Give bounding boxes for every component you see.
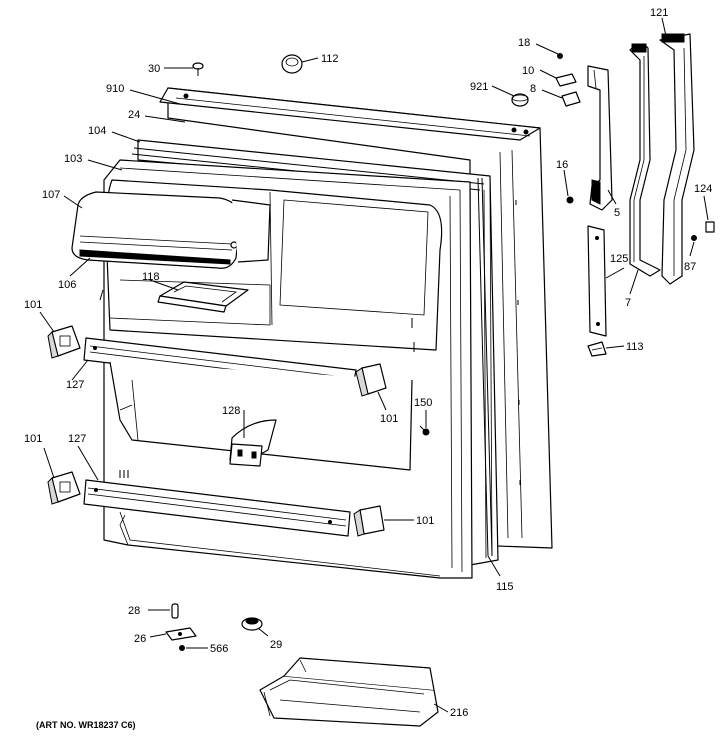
cap-113 xyxy=(587,341,607,357)
label-910: 910 xyxy=(106,83,124,95)
label-30: 30 xyxy=(148,63,160,75)
label-115: 115 xyxy=(496,581,514,593)
label-127-upper: 127 xyxy=(66,379,84,391)
art-number: (ART NO. WR18237 C6) xyxy=(36,720,136,730)
stop-8 xyxy=(561,91,581,107)
handle-bracket-5 xyxy=(587,65,613,211)
hinge-121 xyxy=(659,33,695,285)
label-24: 24 xyxy=(128,109,140,121)
bracket-26 xyxy=(165,627,197,641)
label-104: 104 xyxy=(88,125,106,137)
label-150: 150 xyxy=(414,397,432,409)
label-124: 124 xyxy=(694,183,712,195)
label-29: 29 xyxy=(270,639,282,651)
screw-18 xyxy=(557,53,563,59)
butter-tray xyxy=(157,281,249,313)
label-101-left-lower: 101 xyxy=(24,433,42,445)
plug-29 xyxy=(241,617,263,631)
label-101-right-upper: 101 xyxy=(380,413,398,425)
label-118: 118 xyxy=(142,271,160,283)
label-107: 107 xyxy=(42,189,60,201)
shelf-divider-lower xyxy=(353,505,385,537)
screw-150 xyxy=(419,425,430,436)
label-28: 28 xyxy=(128,605,140,617)
label-112: 112 xyxy=(321,53,339,65)
shelf-retainer xyxy=(229,419,277,467)
shelf-divider-upper xyxy=(355,363,387,397)
label-216: 216 xyxy=(450,707,468,719)
cover-125 xyxy=(587,225,607,337)
screw-16 xyxy=(566,196,574,204)
screw-566 xyxy=(179,645,185,651)
label-101-right-lower: 101 xyxy=(416,515,434,527)
dairy-compartment-door xyxy=(71,191,271,269)
label-5: 5 xyxy=(614,207,620,219)
door-shelf-upper xyxy=(83,337,413,471)
plug-124 xyxy=(705,221,715,233)
spacer-28 xyxy=(171,603,179,619)
label-103: 103 xyxy=(64,153,82,165)
door-shelf-lower xyxy=(83,470,441,577)
label-113: 113 xyxy=(626,341,644,353)
shelf-divider-left-lower xyxy=(47,471,81,505)
stop-10 xyxy=(555,73,577,87)
plug-112 xyxy=(281,54,303,74)
label-106: 106 xyxy=(58,279,76,291)
label-7: 7 xyxy=(625,297,631,309)
strip-115 xyxy=(477,177,493,557)
label-566: 566 xyxy=(210,643,228,655)
hinge-arm-7 xyxy=(629,43,661,277)
door-bin-216 xyxy=(259,657,439,727)
label-128: 128 xyxy=(222,405,240,417)
label-8: 8 xyxy=(530,83,536,95)
label-127-lower: 127 xyxy=(68,433,86,445)
label-18: 18 xyxy=(518,37,530,49)
label-921: 921 xyxy=(470,81,488,93)
label-10: 10 xyxy=(522,65,534,77)
screw-30 xyxy=(192,62,204,76)
screw-87 xyxy=(691,235,697,241)
label-101-left-upper: 101 xyxy=(24,299,42,311)
shelf-divider-left-upper xyxy=(47,325,81,359)
label-125: 125 xyxy=(610,253,628,265)
plug-921 xyxy=(511,93,529,107)
label-87: 87 xyxy=(684,261,696,273)
label-121: 121 xyxy=(650,7,668,19)
part-labels: 30 112 910 24 104 103 107 106 118 101 12… xyxy=(24,7,712,730)
label-16: 16 xyxy=(556,159,568,171)
label-26: 26 xyxy=(134,633,146,645)
leader-lines xyxy=(39,17,709,713)
